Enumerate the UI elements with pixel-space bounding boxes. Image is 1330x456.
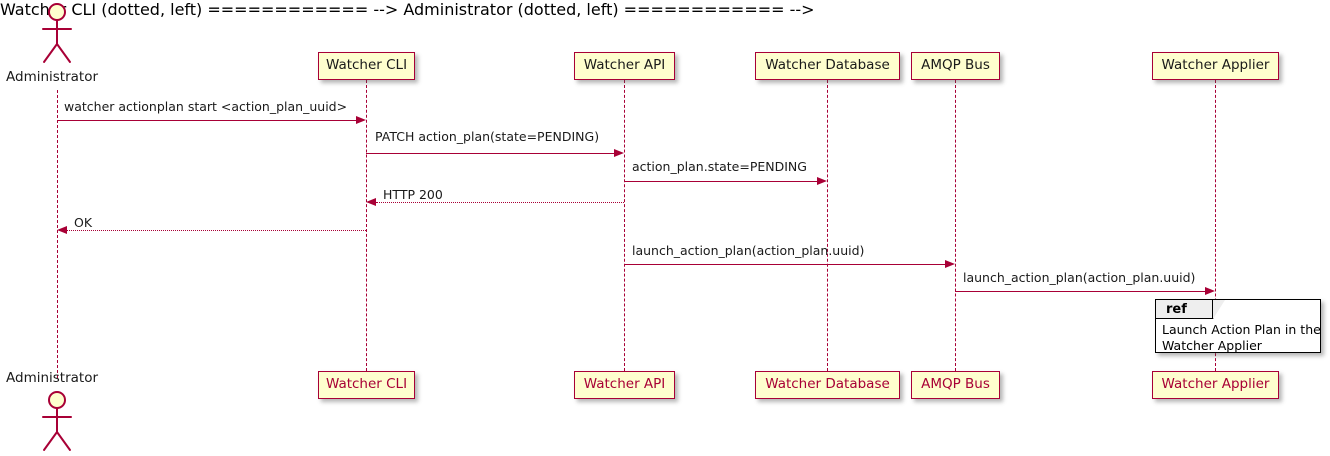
message-arrowhead-2 [614, 149, 624, 157]
participant-label: Watcher Applier [1161, 376, 1270, 393]
ref-body-line-1: Launch Action Plan in the [1162, 322, 1321, 337]
lifeline-amqp-bus [955, 80, 956, 371]
message-label-3: action_plan.state=PENDING [632, 159, 807, 174]
ref-body-line-2: Watcher Applier [1162, 338, 1262, 353]
actor-figure-icon [42, 3, 72, 63]
message-label-7: launch_action_plan(action_plan.uuid) [963, 270, 1196, 285]
ref-fragment-body: Launch Action Plan in the Watcher Applie… [1162, 322, 1321, 354]
message-arrowhead-5 [57, 226, 67, 234]
participant-watcher-api-bottom[interactable]: Watcher API [574, 371, 675, 399]
message-arrowhead-6 [945, 260, 955, 268]
participant-watcher-applier-bottom[interactable]: Watcher Applier [1152, 371, 1279, 399]
lifeline-watcher-applier [1215, 80, 1216, 371]
ref-fragment: ref Launch Action Plan in the Watcher Ap… [1155, 299, 1321, 353]
message-label-1: watcher actionplan start <action_plan_uu… [64, 99, 348, 114]
message-arrow-1 [57, 120, 357, 121]
message-arrow-7 [955, 291, 1205, 292]
participant-amqp-bus-bottom[interactable]: AMQP Bus [911, 371, 1000, 399]
participant-watcher-applier-top[interactable]: Watcher Applier [1152, 52, 1279, 80]
participant-watcher-cli-top[interactable]: Watcher CLI [318, 52, 415, 80]
participant-label: Watcher Database [765, 57, 890, 74]
message-label-4: HTTP 200 [383, 187, 443, 202]
message-arrowhead-3 [817, 177, 827, 185]
participant-watcher-api-top[interactable]: Watcher API [574, 52, 675, 80]
lifeline-watcher-api [624, 80, 625, 371]
lifeline-watcher-cli [366, 80, 367, 371]
participant-label: Watcher Database [765, 376, 890, 393]
message-arrow-6 [624, 264, 946, 265]
actor-figure-icon [42, 391, 72, 451]
message-arrow-2 [366, 153, 615, 154]
message-arrowhead-7 [1205, 287, 1215, 295]
message-arrowhead-4 [366, 198, 376, 206]
actor-administrator-top [33, 2, 81, 64]
participant-label: Watcher CLI [325, 57, 408, 74]
participant-watcher-cli-bottom[interactable]: Watcher CLI [318, 371, 415, 399]
participant-label: Watcher Applier [1161, 57, 1270, 74]
message-arrowhead-1 [356, 116, 366, 124]
actor-label-administrator-bottom: Administrator [6, 370, 99, 386]
participant-watcher-database-bottom[interactable]: Watcher Database [755, 371, 900, 399]
message-label-5: OK [74, 215, 93, 230]
lifeline-watcher-database [827, 80, 828, 371]
participant-label: Watcher API [583, 376, 666, 393]
participant-label: Watcher API [583, 57, 666, 74]
ref-keyword-label: ref [1166, 301, 1187, 317]
message-label-2: PATCH action_plan(state=PENDING) [375, 129, 600, 144]
message-arrow-3 [624, 181, 818, 182]
ref-fragment-tab-notch [1213, 300, 1225, 319]
participant-label: Watcher CLI [325, 376, 408, 393]
message-label-6: launch_action_plan(action_plan.uuid) [632, 243, 865, 258]
message-arrow-4 [376, 202, 624, 203]
participant-watcher-database-top[interactable]: Watcher Database [755, 52, 900, 80]
participant-label: AMQP Bus [921, 376, 990, 393]
actor-label-administrator-top: Administrator [6, 69, 99, 85]
participant-amqp-bus-top[interactable]: AMQP Bus [911, 52, 1000, 80]
message-arrow-5 [67, 230, 366, 231]
actor-administrator-bottom [33, 390, 81, 452]
lifeline-administrator [57, 90, 58, 378]
ref-fragment-keyword-tab: ref [1156, 300, 1213, 319]
participant-label: AMQP Bus [921, 57, 990, 74]
